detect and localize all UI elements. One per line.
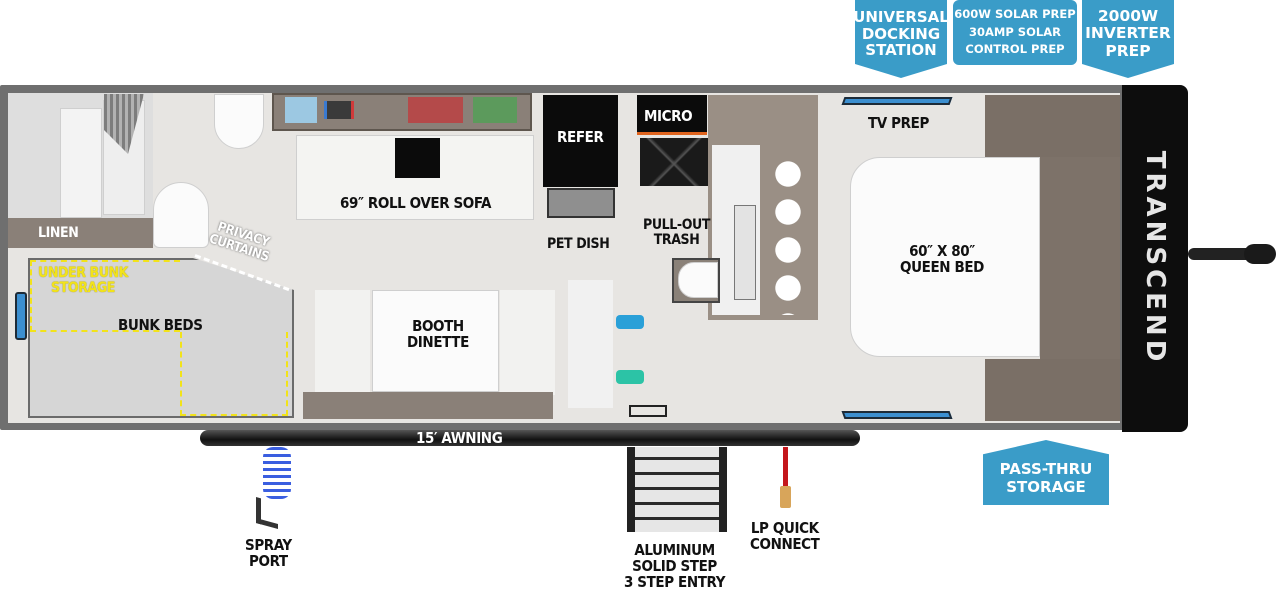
badge-line: PASS-THRU bbox=[999, 460, 1093, 479]
badge-line: 600W SOLAR PREP bbox=[954, 6, 1076, 21]
bunk-bed-area bbox=[28, 258, 294, 418]
badge-line: PREP bbox=[1105, 41, 1151, 60]
badge-line: STATION bbox=[865, 41, 937, 60]
queen-bed bbox=[850, 157, 1040, 357]
tongue-hitch bbox=[1188, 248, 1258, 260]
badge-line: STORAGE bbox=[1006, 477, 1086, 496]
rear-window bbox=[15, 292, 27, 340]
spray-port-label: SPRAY PORT bbox=[245, 536, 292, 571]
wardrobe-top bbox=[985, 95, 1120, 157]
under-bunk-storage-outline-right bbox=[180, 332, 288, 416]
dish-stack bbox=[768, 155, 808, 315]
queen-bed-label: 60″ x 80″ QUEEN BED bbox=[900, 242, 984, 277]
label-line: SPRAY bbox=[245, 536, 292, 554]
shoe-rack-blue bbox=[616, 315, 644, 329]
booth-dinette-label: BOOTH DINETTE bbox=[407, 317, 469, 352]
under-bunk-storage-label: UNDER BUNK STORAGE bbox=[38, 265, 129, 297]
label-line: 60″ x 80″ bbox=[909, 242, 975, 260]
game-controller bbox=[324, 101, 354, 119]
badge-line: INVERTER bbox=[1085, 24, 1171, 43]
dinette-table bbox=[372, 290, 499, 392]
label-line: LP QUICK bbox=[750, 519, 819, 537]
label-line: DINETTE bbox=[407, 333, 469, 352]
toilet bbox=[153, 182, 209, 248]
badge-line: DOCKING bbox=[861, 24, 941, 43]
shower bbox=[60, 108, 102, 218]
label-line: 3 STEP ENTRY bbox=[624, 573, 726, 592]
floor-vent bbox=[629, 405, 667, 417]
lp-quick-connect-fitting bbox=[780, 486, 791, 508]
board-game-box bbox=[473, 97, 517, 123]
stove bbox=[640, 138, 708, 186]
wardrobe-bottom bbox=[985, 359, 1120, 421]
badge-line: UNIVERSAL bbox=[853, 8, 949, 27]
sofa-console bbox=[395, 138, 440, 178]
pass-thru-storage-badge: PASS-THRU STORAGE bbox=[983, 440, 1109, 505]
badge-line: 30AMP SOLAR bbox=[969, 24, 1061, 39]
tv-prep-label: TV PREP bbox=[868, 114, 929, 132]
badge-line: CONTROL PREP bbox=[965, 42, 1065, 57]
pull-out-trash-label: PULL-OUT TRASH bbox=[643, 217, 711, 249]
badge-line: 2000W bbox=[1097, 7, 1159, 26]
trash-bin bbox=[678, 262, 718, 298]
micro-label: MICRO bbox=[644, 107, 693, 125]
spray-port-hose bbox=[263, 447, 291, 499]
refrigerator bbox=[543, 95, 618, 187]
dinette-seat-right bbox=[500, 290, 555, 395]
counter-island bbox=[568, 280, 613, 408]
refer-label: REFER bbox=[557, 128, 604, 146]
universal-docking-station-badge: UNIVERSAL DOCKING STATION bbox=[855, 0, 947, 78]
awning bbox=[200, 430, 860, 446]
headboard-cabinet bbox=[1040, 157, 1120, 359]
pet-dish-label: PET DISH bbox=[547, 236, 610, 252]
shoe-rack-teal bbox=[616, 370, 644, 384]
under-bunk-storage-outline-top bbox=[30, 260, 180, 332]
bedroom-window bbox=[841, 411, 953, 419]
kitchen-sink bbox=[734, 205, 756, 300]
dinette-base-cabinet bbox=[303, 392, 553, 419]
inverter-prep-badge: 2000W INVERTER PREP bbox=[1082, 0, 1174, 78]
label-line: TRASH bbox=[653, 232, 700, 249]
sofa-label: 69″ ROLL OVER SOFA bbox=[340, 194, 492, 212]
solar-prep-badge: 600W SOLAR PREP 30AMP SOLAR CONTROL PREP bbox=[953, 0, 1077, 65]
lp-quick-connect-label: LP QUICK CONNECT bbox=[750, 519, 820, 554]
label-line: SOLID STEP bbox=[632, 557, 717, 576]
spray-port-icon bbox=[256, 497, 278, 529]
bunk-beds-label: BUNK BEDS bbox=[118, 316, 203, 334]
pet-dish bbox=[547, 188, 615, 218]
dinette-seat-left bbox=[315, 290, 370, 395]
linen-cabinet bbox=[8, 218, 153, 248]
entry-steps bbox=[627, 447, 727, 532]
hitch-coupler bbox=[1244, 244, 1276, 264]
lp-hose bbox=[783, 447, 788, 487]
label-line: BOOTH bbox=[412, 317, 464, 335]
label-line: STORAGE bbox=[51, 280, 115, 297]
label-line: PORT bbox=[249, 552, 288, 571]
label-line: UNDER BUNK bbox=[38, 265, 129, 281]
brand-logo: TRANSCEND bbox=[1140, 150, 1170, 366]
board-game-box bbox=[408, 97, 463, 123]
bathroom-sink bbox=[214, 94, 264, 149]
game-box bbox=[285, 97, 317, 123]
tv-prep-window bbox=[841, 97, 953, 105]
step-entry-label: ALUMINUM SOLID STEP 3 STEP ENTRY bbox=[624, 542, 725, 591]
label-line: ALUMINUM bbox=[634, 541, 715, 559]
label-line: CONNECT bbox=[750, 535, 820, 554]
front-cap bbox=[1122, 85, 1188, 432]
awning-label: 15′ AWNING bbox=[416, 429, 503, 447]
label-line: QUEEN BED bbox=[900, 258, 984, 277]
microwave bbox=[637, 95, 707, 135]
linen-label: LINEN bbox=[38, 225, 79, 241]
label-line: PULL-OUT bbox=[643, 217, 711, 233]
